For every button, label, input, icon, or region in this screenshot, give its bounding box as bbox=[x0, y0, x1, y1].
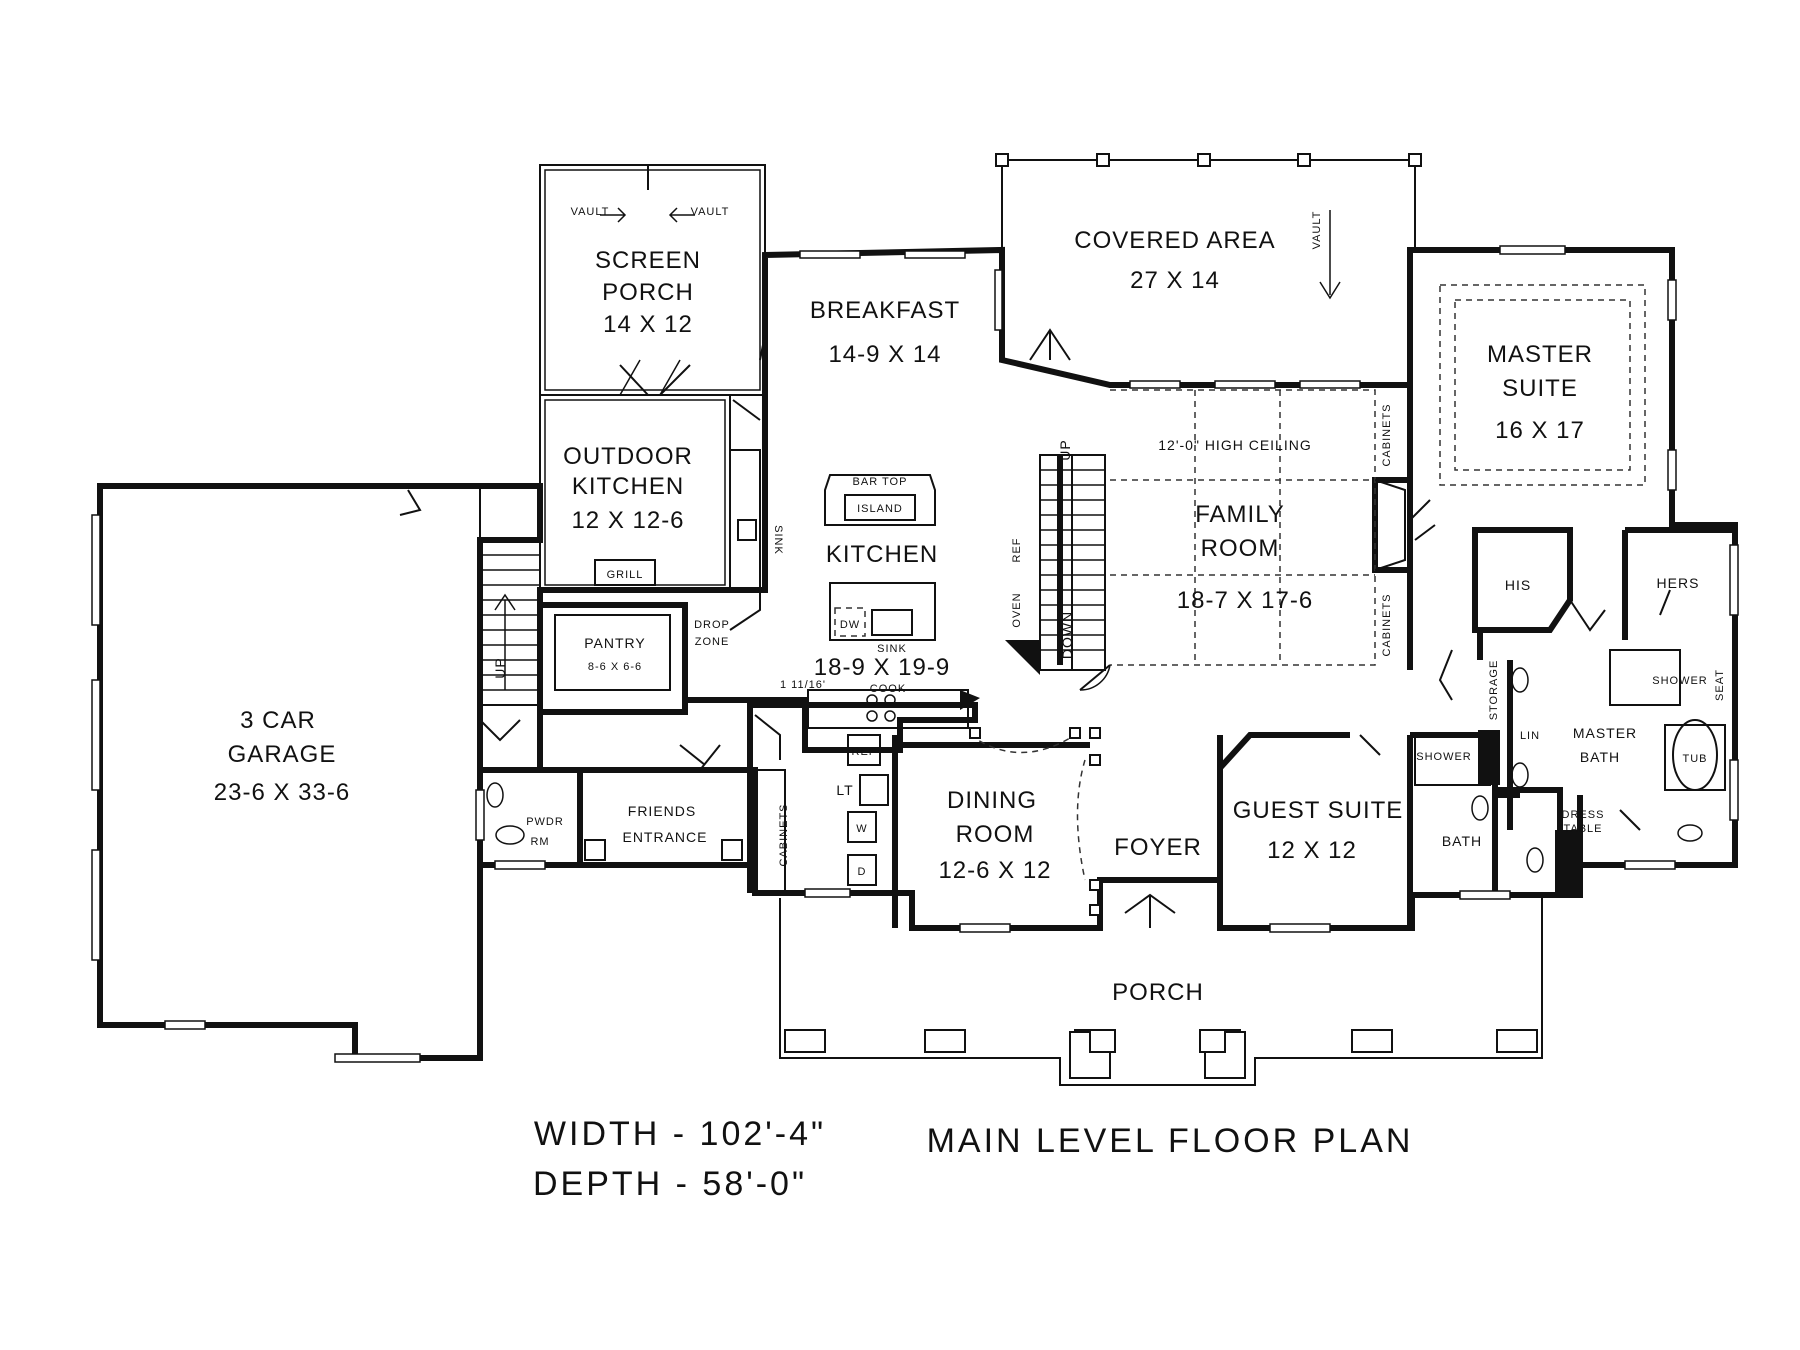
stairs-up-label: UP bbox=[1057, 439, 1073, 460]
garage-name-2: GARAGE bbox=[228, 741, 337, 768]
covered-area-vault: VAULT bbox=[1311, 211, 1323, 250]
lt-label: LT bbox=[836, 782, 853, 798]
powder-room-line-2: RM bbox=[530, 836, 549, 848]
dining-room-dims: 12-6 X 12 bbox=[938, 857, 1051, 884]
vault-arrows bbox=[600, 207, 1341, 300]
kitchen-dims: 18-9 X 19-9 bbox=[814, 654, 950, 681]
hers-closet-label: HERS bbox=[1657, 575, 1700, 591]
covered-area-dims: 27 X 14 bbox=[1130, 267, 1220, 294]
fireplace bbox=[1374, 479, 1406, 571]
tub-label: TUB bbox=[1683, 753, 1708, 765]
lin-label: LIN bbox=[1520, 730, 1540, 742]
family-room-name-2: ROOM bbox=[1201, 535, 1280, 562]
garage-dims: 23-6 X 33-6 bbox=[214, 779, 350, 806]
island-label: ISLAND bbox=[857, 503, 903, 515]
storage-label: STORAGE bbox=[1488, 660, 1500, 721]
porch-label: PORCH bbox=[1112, 979, 1204, 1006]
outdoor-sink-label: SINK bbox=[772, 525, 784, 555]
bath-fixtures bbox=[486, 649, 1726, 873]
vault-label-right: VAULT bbox=[691, 206, 730, 218]
cabinets-left-label: CABINETS bbox=[778, 803, 790, 866]
family-cabinets-top: CABINETS bbox=[1381, 403, 1393, 466]
screen-porch-dims: 14 X 12 bbox=[603, 311, 693, 338]
pantry-dims: 8-6 X 6-6 bbox=[588, 661, 642, 673]
stairs-ref-label: REF bbox=[1011, 538, 1023, 563]
house-windows bbox=[475, 245, 1739, 933]
family-room-ceiling-grid bbox=[1110, 389, 1376, 666]
his-closet-label: HIS bbox=[1505, 577, 1531, 593]
garage-name-1: 3 CAR bbox=[240, 707, 316, 734]
d-label: D bbox=[858, 866, 867, 878]
w-label: W bbox=[856, 823, 867, 835]
guest-suite-name: GUEST SUITE bbox=[1233, 797, 1404, 824]
plan-footer: WIDTH - 102'-4" DEPTH - 58'-0" MAIN LEVE… bbox=[533, 1115, 1414, 1203]
dw-label: DW bbox=[840, 619, 860, 631]
master-shower-label: SHOWER bbox=[1652, 675, 1708, 687]
door-swings bbox=[399, 165, 1671, 928]
kitchen-fixtures bbox=[594, 449, 969, 894]
cook-label: COOK bbox=[870, 683, 906, 695]
grill-label: GRILL bbox=[607, 569, 644, 581]
garage-windows bbox=[91, 514, 421, 1063]
room-labels: VAULT VAULT SCREEN PORCH 14 X 12 BREAKFA… bbox=[214, 206, 1726, 1006]
powder-room-line-1: PWDR bbox=[526, 816, 564, 828]
family-room-name-1: FAMILY bbox=[1195, 501, 1285, 528]
breakfast-dims: 14-9 X 14 bbox=[828, 341, 941, 368]
garage-stairs-up: UP bbox=[492, 657, 508, 678]
kitchen-dim-note: 1 11/16' bbox=[780, 679, 826, 691]
main-stairs bbox=[1039, 454, 1106, 671]
interior-walls bbox=[537, 385, 1735, 928]
kitchen-sink-label: SINK bbox=[877, 643, 907, 655]
vault-label-left: VAULT bbox=[571, 206, 610, 218]
overall-depth: DEPTH - 58'-0" bbox=[533, 1165, 807, 1203]
stairs-down-label: DOWN bbox=[1059, 611, 1075, 659]
covered-area-posts bbox=[995, 153, 1422, 167]
master-suite-dims: 16 X 17 bbox=[1495, 417, 1585, 444]
kitchen-name: KITCHEN bbox=[826, 541, 938, 568]
master-bath-line-1: MASTER bbox=[1573, 725, 1637, 741]
covered-area-name: COVERED AREA bbox=[1074, 227, 1275, 254]
front-porch bbox=[779, 898, 1543, 1086]
family-cabinets-bottom: CABINETS bbox=[1381, 593, 1393, 656]
friends-entrance-line-1: FRIENDS bbox=[628, 803, 696, 819]
foyer-label: FOYER bbox=[1114, 834, 1202, 861]
screen-porch-name-2: PORCH bbox=[602, 279, 694, 306]
screen-porch-name-1: SCREEN bbox=[595, 247, 701, 274]
pantry-shelves bbox=[554, 614, 671, 691]
dining-room-name-1: DINING bbox=[947, 787, 1037, 814]
seat-label: SEAT bbox=[1714, 669, 1726, 701]
drop-zone-line-2: ZONE bbox=[695, 636, 730, 648]
exterior-walls bbox=[97, 159, 1738, 1061]
dining-room-name-2: ROOM bbox=[956, 821, 1035, 848]
outdoor-kitchen-dims: 12 X 12-6 bbox=[571, 507, 684, 534]
oven-label: OVEN bbox=[1011, 592, 1023, 627]
master-suite-name-2: SUITE bbox=[1502, 375, 1578, 402]
bar-top-label: BAR TOP bbox=[853, 476, 908, 488]
overall-width: WIDTH - 102'-4" bbox=[534, 1115, 826, 1153]
master-bath-line-2: BATH bbox=[1580, 749, 1620, 765]
solid-masonry bbox=[960, 640, 1577, 895]
guest-bath-label: BATH bbox=[1442, 833, 1482, 849]
master-tray-ceiling bbox=[1439, 284, 1646, 486]
outdoor-kitchen-name-1: OUTDOOR bbox=[563, 443, 693, 470]
dress-table-line-2: TABLE bbox=[1563, 823, 1602, 835]
family-ceiling-note: 12'-0" HIGH CEILING bbox=[1158, 437, 1311, 453]
kitchen-ref-label: REF bbox=[852, 746, 877, 758]
pantry-name: PANTRY bbox=[584, 635, 646, 651]
guest-shower-label: SHOWER bbox=[1416, 751, 1472, 763]
garage-stairs bbox=[479, 539, 541, 706]
family-room-dims: 18-7 X 17-6 bbox=[1177, 587, 1313, 614]
master-suite-name-1: MASTER bbox=[1487, 341, 1593, 368]
friends-entrance-line-2: ENTRANCE bbox=[622, 829, 707, 845]
outdoor-kitchen-name-2: KITCHEN bbox=[572, 473, 684, 500]
dining-arches bbox=[969, 727, 1101, 916]
breakfast-name: BREAKFAST bbox=[810, 297, 960, 324]
guest-suite-dims: 12 X 12 bbox=[1267, 837, 1357, 864]
drop-zone-line-1: DROP bbox=[694, 619, 730, 631]
plan-title: MAIN LEVEL FLOOR PLAN bbox=[927, 1122, 1414, 1160]
dress-table-line-1: DRESS bbox=[1562, 809, 1605, 821]
